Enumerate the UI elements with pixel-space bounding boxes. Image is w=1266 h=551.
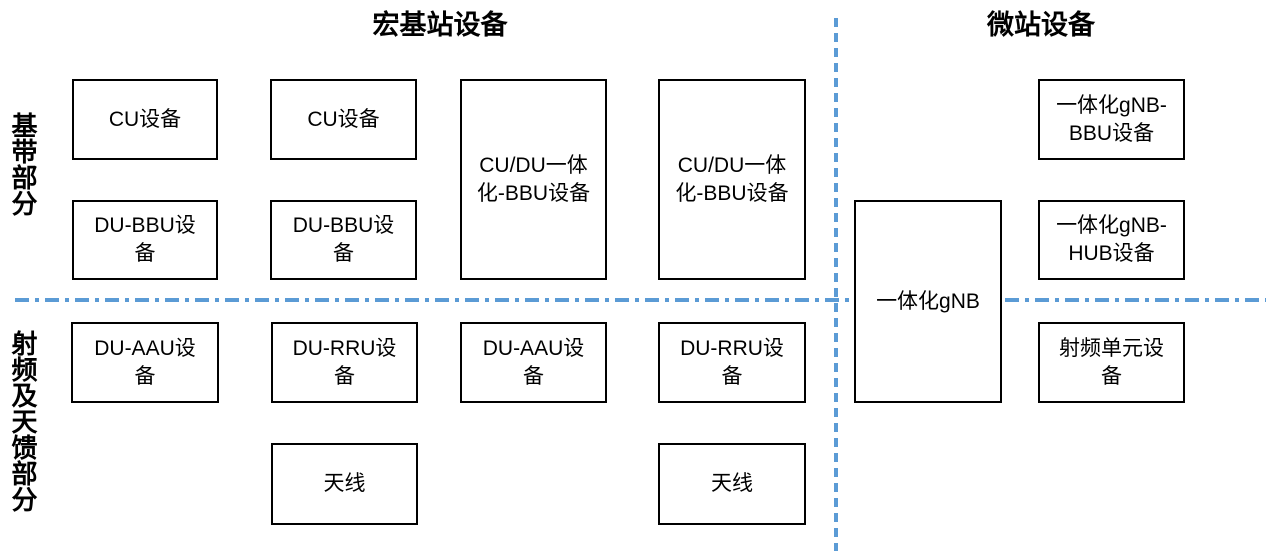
device-box-label: DU-RRU设 备 (680, 336, 784, 388)
device-box-du-aau-2: DU-AAU设 备 (460, 322, 607, 403)
device-box-gnb-bbu: 一体化gNB- BBU设备 (1038, 79, 1185, 160)
horizontal-section-divider (15, 298, 1266, 302)
device-box-label: 天线 (711, 472, 753, 496)
device-box-cudu-bbu-1: CU/DU一体 化-BBU设备 (460, 79, 607, 280)
device-box-du-rru-2: DU-RRU设 备 (658, 322, 806, 403)
device-box-antenna-1: 天线 (271, 443, 418, 525)
device-box-label: DU-AAU设 备 (482, 336, 585, 388)
device-box-label: CU/DU一体 化-BBU设备 (476, 153, 591, 205)
device-box-cudu-bbu-2: CU/DU一体 化-BBU设备 (658, 79, 806, 280)
macro-section-title: 宏基站设备 (372, 10, 508, 40)
device-box-cu-1: CU设备 (72, 79, 218, 160)
device-box-label: DU-AAU设 备 (94, 336, 196, 388)
device-box-label: CU设备 (108, 107, 182, 131)
vertical-section-divider (834, 18, 838, 551)
device-box-antenna-2: 天线 (658, 443, 806, 525)
device-box-label: DU-BBU设 备 (94, 214, 196, 265)
device-box-label: 一体化gNB (876, 289, 980, 313)
device-box-du-rru-1: DU-RRU设 备 (271, 322, 418, 403)
device-box-gnb-hub: 一体化gNB- HUB设备 (1038, 200, 1185, 280)
device-box-label: CU设备 (307, 107, 380, 131)
device-box-label: CU/DU一体 化-BBU设备 (675, 153, 789, 205)
device-box-rf-unit: 射频单元设 备 (1038, 322, 1185, 403)
baseband-row-label: 基带部分 (8, 112, 38, 216)
device-box-cu-2: CU设备 (270, 79, 417, 160)
device-box-label: 天线 (323, 472, 366, 496)
rf-row-label: 射频及天馈部分 (8, 330, 38, 512)
device-box-gnb: 一体化gNB (854, 200, 1002, 403)
device-box-du-bbu-1: DU-BBU设 备 (72, 200, 218, 280)
device-box-label: 一体化gNB- HUB设备 (1056, 214, 1167, 265)
device-box-label: DU-RRU设 备 (292, 336, 397, 388)
device-box-du-bbu-2: DU-BBU设 备 (270, 200, 417, 280)
micro-section-title: 微站设备 (987, 10, 1095, 40)
device-box-label: 一体化gNB- BBU设备 (1056, 93, 1167, 145)
device-box-label: 射频单元设 备 (1059, 336, 1164, 388)
device-box-label: DU-BBU设 备 (292, 214, 395, 265)
device-box-du-aau-1: DU-AAU设 备 (71, 322, 219, 403)
